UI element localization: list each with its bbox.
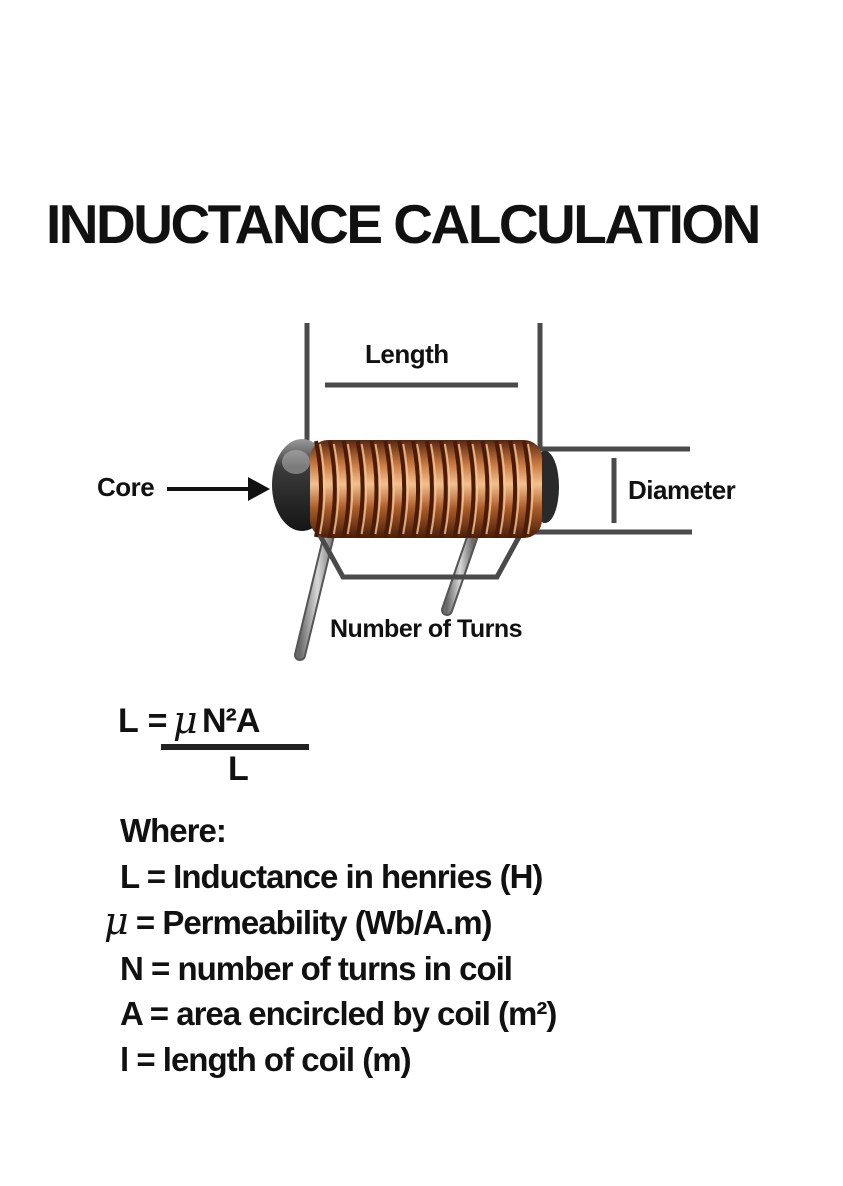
mu-symbol: μ	[104, 899, 129, 943]
definition-length: l = length of coil (m)	[104, 1037, 804, 1083]
definition-inductance: L = Inductance in henries (H)	[104, 854, 804, 900]
definition-text: A = area encircled by coil (m²)	[120, 995, 557, 1032]
definition-turns: N = number of turns in coil	[104, 946, 804, 992]
definition-text: N = number of turns in coil	[120, 949, 513, 987]
coil-turn	[485, 443, 492, 535]
definition-text: = Permeability (Wb/A.m)	[135, 904, 493, 941]
diameter-label: Diameter	[628, 475, 736, 505]
coil-turns	[314, 440, 534, 538]
coil-turn	[374, 443, 381, 535]
coil-turn-shadow	[341, 440, 351, 538]
definition-text: l = length of coil (m)	[120, 1040, 412, 1078]
mu-symbol: μ	[173, 698, 198, 742]
definition-area: A = area encircled by coil (m²)	[104, 991, 804, 1037]
coil-turn-shadow	[494, 440, 504, 538]
coil-turn-shadow	[383, 440, 393, 538]
coil-turn	[527, 443, 534, 535]
diameter-dimension	[530, 446, 692, 535]
coil-turn-shadow	[466, 440, 476, 538]
coil-turn	[443, 443, 451, 535]
coil-turn-shadow	[327, 440, 337, 538]
fraction-bar	[161, 744, 309, 750]
coil-turn	[402, 443, 409, 535]
inductor-diagram: Length Diameter Number of Turns Core	[97, 323, 736, 661]
coil-turn-shadow	[424, 440, 434, 538]
coil-turn-shadow	[397, 440, 407, 538]
coil-turn	[388, 443, 395, 535]
coil-turn	[471, 443, 479, 535]
turns-bracket	[314, 528, 523, 580]
variable-definitions: Where: L = Inductance in henries (H) μ =…	[104, 808, 804, 1082]
inductance-formula: L = μ N²A L	[118, 698, 318, 800]
coil-turn	[457, 443, 465, 535]
where-heading: Where:	[120, 812, 227, 849]
formula-lhs: L =	[118, 702, 168, 740]
formula-denominator: L	[228, 750, 249, 788]
coil-body	[310, 440, 542, 538]
coil-turn	[429, 443, 437, 535]
coil-turn-shadow	[355, 440, 365, 538]
coil-turn-shadow	[508, 440, 518, 538]
definition-permeability: μ = Permeability (Wb/A.m)	[104, 899, 804, 946]
coil-turn-shadow	[411, 440, 421, 538]
coil-turn	[319, 443, 326, 535]
coil-turn-shadow	[480, 440, 490, 538]
length-label: Length	[365, 339, 449, 369]
coil-turn-shadow	[314, 440, 323, 538]
coil-turn	[360, 443, 368, 535]
page-title: INDUCTANCE CALCULATION	[46, 193, 761, 255]
coil-turn-shadow	[369, 440, 379, 538]
coil-turn	[346, 443, 354, 535]
coil-turn-shadow	[438, 440, 448, 538]
coil-turn-shadow	[452, 440, 462, 538]
turns-label: Number of Turns	[330, 615, 522, 643]
coil-turn	[499, 443, 506, 535]
core-label: Core	[97, 472, 154, 502]
core-arrow	[167, 477, 270, 501]
coil-turn-shadow	[522, 440, 531, 538]
coil-turn	[513, 443, 520, 535]
coil-turn	[332, 443, 340, 535]
formula-numerator: N²A	[202, 702, 260, 740]
coil-turn	[416, 443, 423, 535]
definition-text: L = Inductance in henries (H)	[120, 857, 543, 895]
